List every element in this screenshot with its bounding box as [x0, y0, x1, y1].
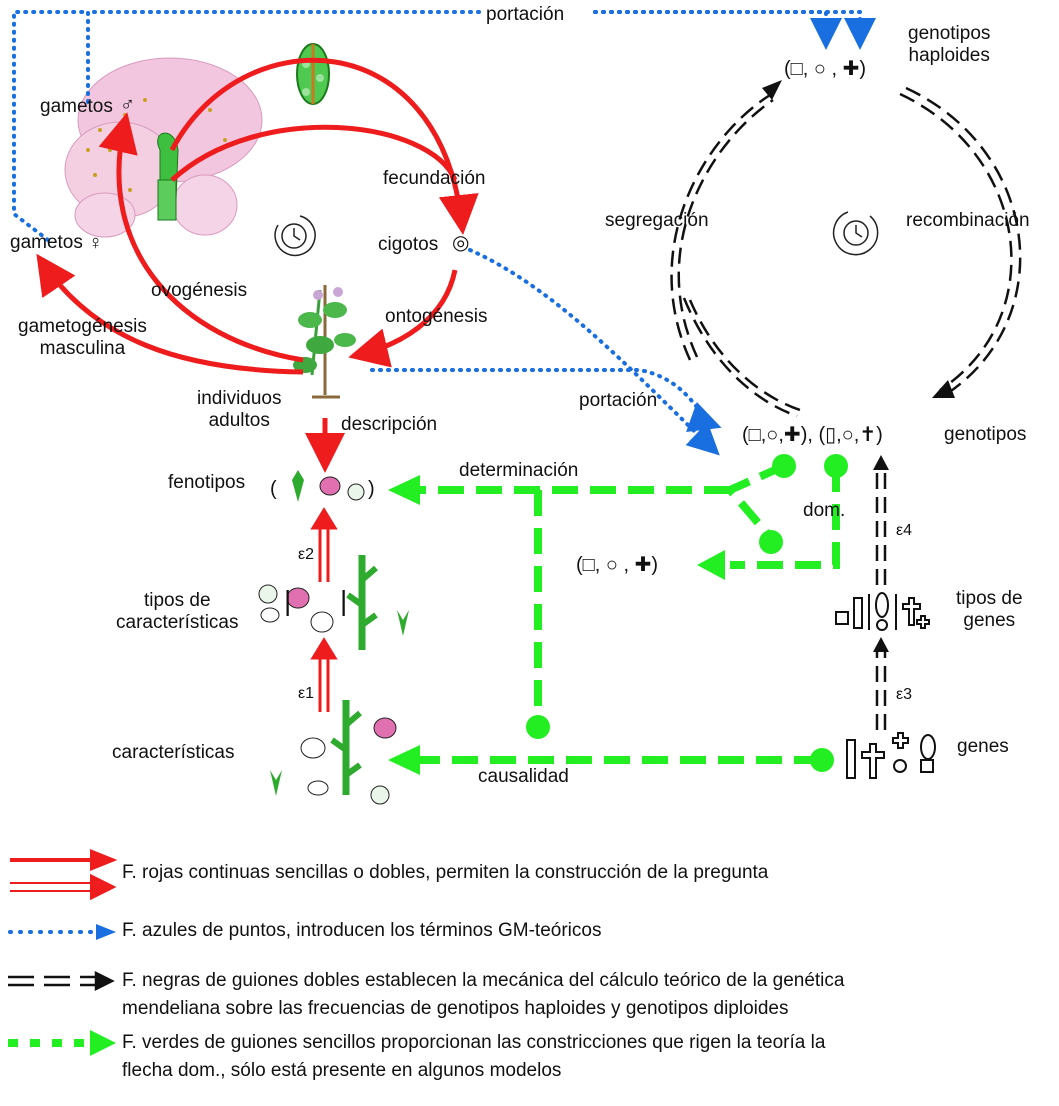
arrow-ovogenesis [98, 112, 304, 363]
haploid-genotype-tuple: (□, ○ , ✚) [784, 58, 867, 80]
label-caracteristicas: características [112, 742, 235, 763]
legend-black-text: F. negras de guiones dobles establecen l… [122, 970, 845, 991]
black-arrowheads [762, 80, 955, 652]
arrow-gametogenesis [36, 253, 304, 375]
label-genotipos-haploides-line1: genotipos [908, 23, 991, 44]
label-eps1: ε1 [298, 685, 315, 702]
arrow-portacion-top-1 [86, 10, 482, 104]
label-genotipos-haploides: genotipos haploides [908, 23, 990, 67]
label-individuos-line1: individuos [197, 388, 282, 409]
label-recombinacion: recombinación [906, 210, 1030, 231]
arrow-gametos-f [12, 10, 90, 242]
label-gametogenesis-line1: gametogénesis [18, 316, 147, 337]
legend-arrow-blue [8, 924, 116, 940]
label-tipos-caract-line1: tipos de [143, 590, 211, 611]
label-genotipos-haploides-line2: haploides [908, 45, 990, 66]
label-portacion-mid: portación [579, 390, 658, 411]
label-fenotipos: fenotipos [168, 472, 246, 493]
phenotype-paren-close: ) [368, 478, 375, 500]
label-tipos-de-caracteristicas: tipos de características [116, 590, 238, 634]
blue-dotted-arrows [12, 10, 876, 456]
arrow-fecundacion [169, 57, 479, 235]
zygote-icon: ◎ [452, 232, 470, 254]
legend-red-text: F. rojas continuas sencillas o dobles, p… [122, 862, 769, 883]
label-genes: genes [957, 736, 1009, 757]
red-arrows [36, 57, 479, 473]
label-portacion-top: portación [486, 4, 565, 25]
haploid-genotype-tuple-2: (□, ○ , ✚) [576, 554, 659, 576]
female-symbol-icon: ♀ [88, 232, 103, 254]
arrow-portacion-top-2 [593, 10, 842, 50]
gene-glyphs [835, 592, 936, 779]
bar-separator-1: | [284, 585, 292, 616]
label-eps3: ε3 [896, 686, 913, 703]
label-individuos-adultos: individuos adultos [197, 388, 282, 432]
clock-icon [274, 211, 879, 257]
male-symbol-icon: ♂ [120, 94, 135, 116]
label-cigotos: cigotos [378, 234, 439, 255]
diploid-genotype-tuple: (□,○,✚), (▯,○,✝) [742, 424, 883, 446]
legend-black-text-2: mendeliana sobre las frecuencias de geno… [122, 998, 789, 1019]
arrow-portacion-top-3 [593, 10, 876, 50]
arrow-ontogenesis [348, 269, 458, 368]
arrow-fecundacion-2 [170, 124, 458, 182]
label-gametos-male: gametos [40, 96, 113, 117]
legend-arrow-green [8, 1030, 116, 1056]
legend-arrow-red [10, 849, 118, 901]
bar-separator-2: | [340, 585, 348, 616]
label-ontogenesis: ontogénesis [385, 306, 488, 327]
label-gametogenesis-line2: masculina [39, 338, 126, 359]
arrow-individuos [370, 368, 722, 432]
label-tipos-caract-line2: características [116, 612, 239, 633]
legend-green-text-2: flecha dom., sólo está presente en algun… [122, 1060, 562, 1081]
label-tipos-genes-line1: tipos de [956, 588, 1023, 609]
red-double-arrows [310, 507, 338, 712]
label-descripcion: descripción [341, 414, 438, 435]
label-fecundacion: fecundación [383, 168, 486, 189]
phenotype-paren-open: ( [270, 478, 277, 500]
label-gametogenesis: gametogénesis masculina [18, 316, 147, 360]
legend-green-text: F. verdes de guiones sencillos proporcio… [122, 1032, 826, 1053]
label-genotipos: genotipos [944, 424, 1027, 445]
label-eps4: ε4 [896, 522, 913, 539]
label-eps2: ε2 [298, 546, 315, 563]
label-segregacion: segregación [605, 210, 709, 231]
label-tipos-genes-line2: genes [963, 610, 1016, 631]
characteristic-icons [258, 470, 409, 805]
arrow-cigotos [468, 248, 720, 456]
label-dom: dom. [803, 500, 846, 521]
label-gametos-female: gametos [10, 232, 83, 253]
legend-arrow-black [8, 970, 115, 992]
black-double-dashed [670, 86, 1022, 730]
label-determinacion: determinación [459, 460, 579, 481]
pea-pod-icon [296, 43, 330, 105]
label-causalidad: causalidad [478, 766, 569, 787]
label-ovogenesis: ovogénesis [151, 280, 248, 301]
legend-blue-text: F. azules de puntos, introducen los térm… [122, 920, 602, 941]
label-individuos-line2: adultos [208, 410, 270, 431]
label-tipos-de-genes: tipos de genes [956, 588, 1023, 632]
green-dots-and-heads [388, 454, 848, 775]
pea-plant-illustration [293, 285, 356, 399]
green-dashed-arrows [420, 462, 840, 764]
